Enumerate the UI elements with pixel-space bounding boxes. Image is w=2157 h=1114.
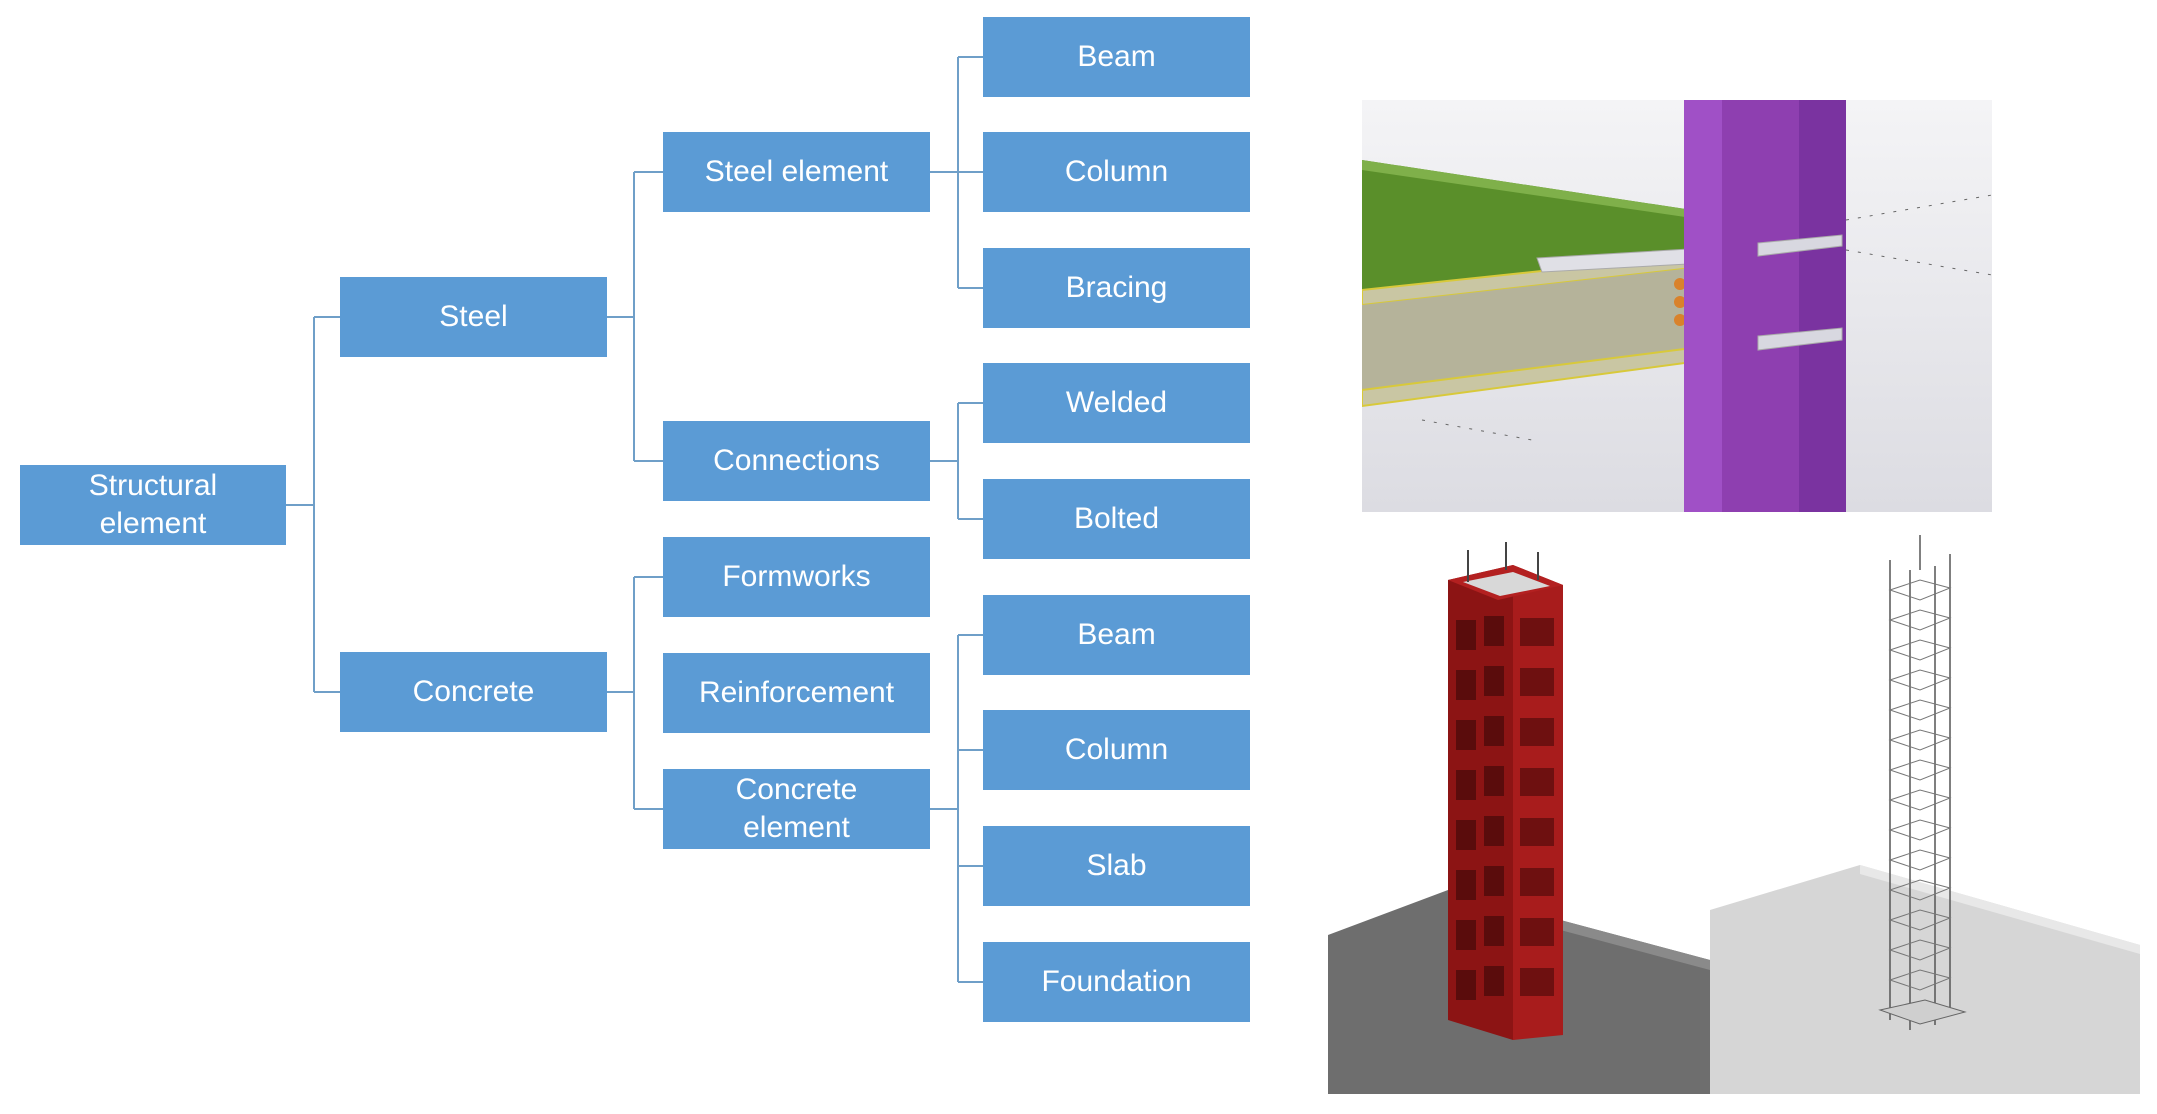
- node-reinforcement: Reinforcement: [663, 653, 930, 733]
- node-steel-element-label: Steel element: [704, 155, 889, 188]
- node-formworks: Formworks: [663, 537, 930, 617]
- node-concrete: Concrete: [340, 652, 607, 732]
- node-steel-bracing-label: Bracing: [1065, 271, 1168, 304]
- node-bolted-label: Bolted: [1073, 502, 1160, 535]
- node-concrete-label: Concrete: [412, 675, 535, 708]
- node-steel-beam: Beam: [983, 17, 1250, 97]
- steel-connection-render: [1362, 100, 1992, 512]
- node-foundation: Foundation: [983, 942, 1250, 1022]
- node-bolted: Bolted: [983, 479, 1250, 559]
- node-structural-element-label: Structural element: [88, 469, 218, 540]
- node-slab: Slab: [983, 826, 1250, 906]
- connector-level3-ticks-b: [958, 402, 983, 520]
- node-formworks-label: Formworks: [722, 560, 871, 593]
- connector-level3-ticks-c: [958, 634, 983, 983]
- node-concrete-column: Column: [983, 710, 1250, 790]
- node-connections: Connections: [663, 421, 930, 501]
- node-concrete-beam: Beam: [983, 595, 1250, 675]
- node-steel-label: Steel: [439, 300, 508, 333]
- node-structural-element: Structural element: [20, 465, 286, 545]
- node-foundation-label: Foundation: [1041, 965, 1192, 998]
- node-steel-beam-label: Beam: [1077, 40, 1156, 73]
- node-reinforcement-label: Reinforcement: [698, 676, 895, 709]
- node-concrete-element: Concrete element: [663, 769, 930, 849]
- node-steel-column-label: Column: [1064, 155, 1169, 188]
- node-connections-label: Connections: [713, 444, 880, 477]
- node-slab-label: Slab: [1086, 849, 1147, 882]
- node-concrete-column-label: Column: [1064, 733, 1169, 766]
- reinforcement-cage-render: [1710, 530, 2140, 1094]
- connector-level3-ticks-a: [958, 56, 983, 289]
- node-welded: Welded: [983, 363, 1250, 443]
- node-concrete-element-label: Concrete element: [735, 773, 858, 844]
- node-steel-element: Steel element: [663, 132, 930, 212]
- node-steel-column: Column: [983, 132, 1250, 212]
- node-steel: Steel: [340, 277, 607, 357]
- node-steel-bracing: Bracing: [983, 248, 1250, 328]
- formwork-column-render: [1328, 530, 1710, 1094]
- node-concrete-beam-label: Beam: [1077, 618, 1156, 651]
- node-welded-label: Welded: [1065, 386, 1168, 419]
